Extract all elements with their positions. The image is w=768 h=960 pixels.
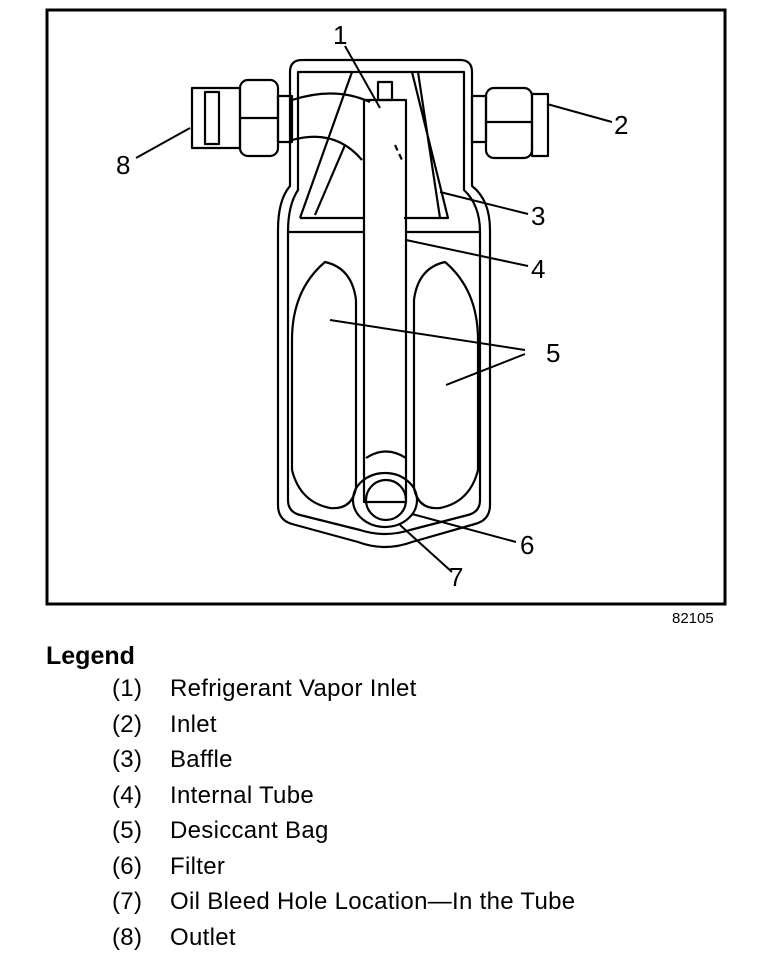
legend-item-number: (2)	[112, 710, 143, 738]
desiccant-bag-right	[412, 260, 480, 510]
callout-7: 7	[449, 562, 463, 592]
legend-item-label: Filter	[170, 852, 226, 880]
legend-item-number: (3)	[112, 746, 143, 773]
callout-3: 3	[531, 201, 545, 231]
desiccant-bag-left	[290, 260, 358, 510]
legend-item-label: Baffle	[170, 746, 233, 773]
legend-item-label: Oil Bleed Hole Location—In the Tube	[170, 888, 576, 915]
accumulator-diagram: 1 2 3 4 5 6 7 8	[45, 8, 727, 606]
legend-item-label: Desiccant Bag	[170, 817, 329, 844]
legend-item-label: Inlet	[170, 710, 217, 738]
legend-item: (2) Inlet	[112, 711, 575, 747]
baffle	[298, 71, 450, 220]
figure-number: 82105	[672, 610, 714, 627]
legend-item-number: (7)	[112, 888, 143, 915]
legend-item: (6) Filter	[112, 853, 575, 889]
callout-6: 6	[520, 530, 534, 560]
legend-item: (5) Desiccant Bag	[112, 817, 575, 853]
callout-2: 2	[614, 110, 628, 140]
internal-tube	[362, 98, 408, 504]
legend-item-label: Outlet	[170, 923, 236, 951]
inlet-fitting	[470, 86, 550, 160]
legend-title: Legend	[46, 642, 135, 670]
canister-outer	[276, 58, 492, 549]
canister-inner	[286, 70, 482, 536]
legend-item-number: (4)	[112, 781, 143, 809]
legend-item-label: Internal Tube	[170, 781, 314, 809]
outlet-fitting	[190, 78, 294, 158]
callout-5: 5	[546, 338, 560, 368]
oil-bleed-hole	[364, 478, 408, 522]
legend-item: (1) Refrigerant Vapor Inlet	[112, 675, 575, 711]
legend-item: (4) Internal Tube	[112, 782, 575, 818]
legend-list: (1) Refrigerant Vapor Inlet (2) Inlet (3) B…	[112, 675, 575, 959]
callout-4: 4	[531, 254, 545, 284]
callout-1: 1	[333, 20, 347, 50]
legend-item-label: Refrigerant Vapor Inlet	[170, 675, 417, 702]
legend-item: (8) Outlet	[112, 924, 575, 960]
filter	[351, 471, 419, 529]
tube-cap	[376, 80, 394, 102]
vapor-pickup-curve	[291, 92, 371, 104]
legend-item-number: (6)	[112, 852, 143, 880]
legend-item-number: (8)	[112, 923, 143, 951]
callout-8: 8	[116, 150, 130, 180]
legend-item: (7) Oil Bleed Hole Location—In the Tube	[112, 888, 575, 924]
legend-item: (3) Baffle	[112, 746, 575, 782]
figure-frame	[45, 8, 727, 606]
legend-item-number: (5)	[112, 817, 143, 844]
legend-item-number: (1)	[112, 675, 143, 702]
